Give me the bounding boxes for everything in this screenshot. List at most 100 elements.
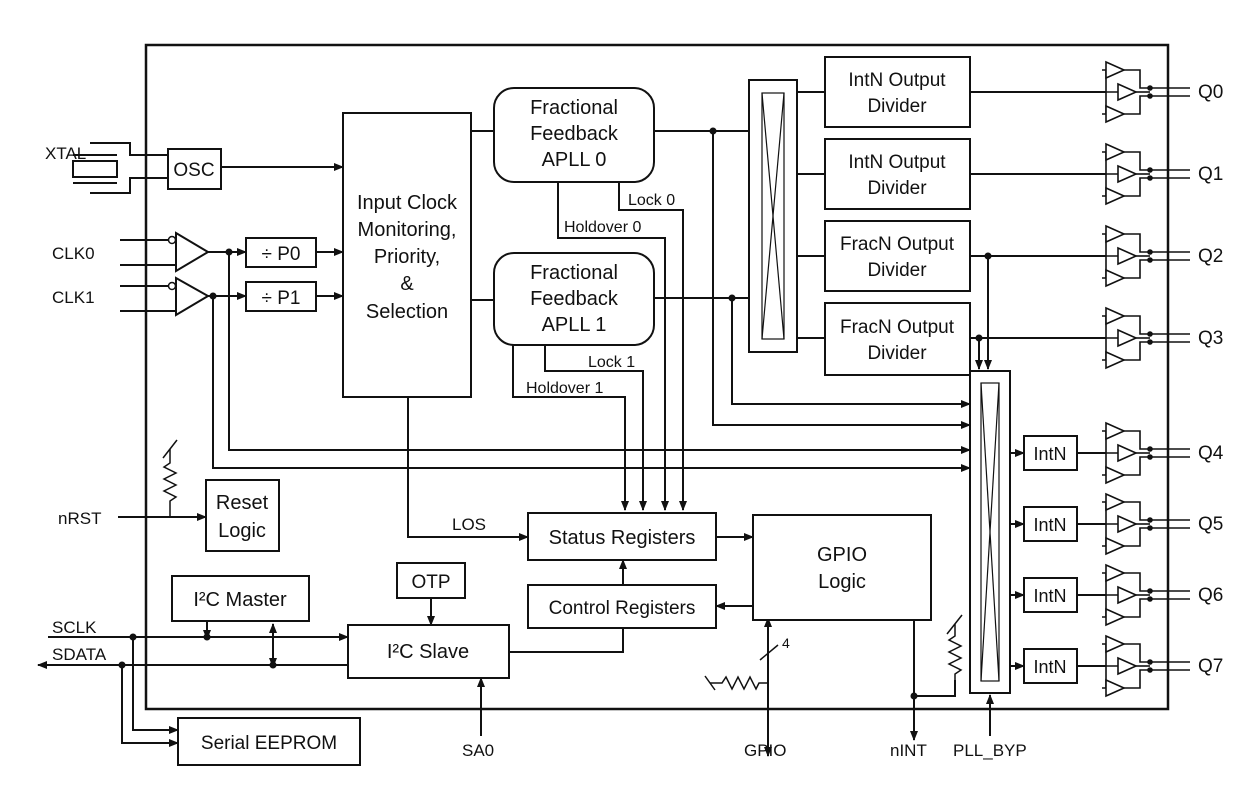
i2c-slave-label: I²C Slave xyxy=(387,641,469,663)
gpio-pullup-resistor xyxy=(704,675,768,691)
reset-line-2: Logic xyxy=(218,520,266,542)
input-clock-line-1: Input Clock xyxy=(357,192,458,214)
apll0-line-1: Fractional xyxy=(530,97,618,119)
nint-label: nINT xyxy=(890,741,927,760)
holdover1-label: Holdover 1 xyxy=(526,380,603,397)
div-q2-line-1: FracN Output xyxy=(840,234,955,255)
junction-dots xyxy=(118,127,992,700)
q6-label: Q6 xyxy=(1198,585,1223,606)
q0-label: Q0 xyxy=(1198,82,1223,103)
q2-label: Q2 xyxy=(1198,246,1223,267)
intn-q5-label: IntN xyxy=(1033,515,1066,535)
div-q2-line-2: Divider xyxy=(867,260,927,281)
crosspoint-switch-lower xyxy=(969,370,1011,694)
output-driver-q6 xyxy=(1102,563,1190,627)
osc-label: OSC xyxy=(173,160,214,181)
sa0-label: SA0 xyxy=(462,741,494,760)
apll0-line-2: Feedback xyxy=(530,123,619,145)
apll0-block: Fractional Feedback APLL 0 xyxy=(493,87,655,183)
clk1-buffer xyxy=(167,276,210,317)
input-clock-block: Input Clock Monitoring, Priority, & Sele… xyxy=(342,112,472,398)
apll0-line-3: APLL 0 xyxy=(542,149,607,171)
div-q0-line-1: IntN Output xyxy=(848,70,946,91)
wires xyxy=(37,91,1106,757)
lock0-label: Lock 0 xyxy=(628,192,675,209)
los-label: LOS xyxy=(452,515,486,534)
gpio-bus-width-label: 4 xyxy=(782,635,790,651)
apll1-line-3: APLL 1 xyxy=(542,314,607,336)
gpio-label: GPIO xyxy=(744,741,787,760)
gpio-logic-line-2: Logic xyxy=(818,571,866,593)
output-divider-q1: IntN Output Divider xyxy=(824,138,971,210)
chip-boundary xyxy=(144,43,1170,711)
p0-divider: ÷ P0 xyxy=(245,237,317,268)
output-driver-q1 xyxy=(1102,142,1190,206)
output-labels: Q0 Q1 Q2 Q3 Q4 Q5 Q6 Q7 xyxy=(1198,82,1224,677)
intn-q7: IntN xyxy=(1023,648,1078,684)
input-clock-line-3: Priority, xyxy=(374,246,440,268)
intn-q5: IntN xyxy=(1023,506,1078,542)
status-registers-label: Status Registers xyxy=(549,527,696,549)
sdata-label: SDATA xyxy=(52,645,107,664)
q5-label: Q5 xyxy=(1198,514,1223,535)
osc-block: OSC xyxy=(167,148,222,190)
p1-divider: ÷ P1 xyxy=(245,281,317,312)
output-driver-q3 xyxy=(1102,306,1190,370)
otp-label: OTP xyxy=(411,572,450,593)
intn-q6: IntN xyxy=(1023,577,1078,613)
intn-q6-label: IntN xyxy=(1033,586,1066,606)
output-drivers xyxy=(1102,60,1190,698)
lock1-label: Lock 1 xyxy=(588,354,635,371)
intn-q7-label: IntN xyxy=(1033,657,1066,677)
reset-logic-block: Reset Logic xyxy=(205,479,280,552)
div-q1-line-2: Divider xyxy=(867,178,927,199)
i2c-slave-block: I²C Slave xyxy=(347,624,510,679)
sclk-label: SCLK xyxy=(52,618,97,637)
gpio-logic-line-1: GPIO xyxy=(817,544,867,566)
pll-byp-label: PLL_BYP xyxy=(953,741,1027,760)
div-q3-line-2: Divider xyxy=(867,343,927,364)
apll1-line-2: Feedback xyxy=(530,288,619,310)
output-driver-q5 xyxy=(1102,492,1190,556)
q4-label: Q4 xyxy=(1198,443,1224,464)
crystal-symbol xyxy=(72,154,118,184)
input-clock-line-5: Selection xyxy=(366,301,448,323)
intn-q4: IntN xyxy=(1023,435,1078,471)
output-driver-q4 xyxy=(1102,421,1190,485)
control-registers-label: Control Registers xyxy=(549,598,696,619)
crosspoint-switch-upper xyxy=(748,79,798,353)
output-divider-q3: FracN Output Divider xyxy=(824,302,971,376)
intn-q4-label: IntN xyxy=(1033,444,1066,464)
xtal-label: XTAL xyxy=(45,144,86,163)
clk1-label: CLK1 xyxy=(52,288,95,307)
output-divider-q0: IntN Output Divider xyxy=(824,56,971,128)
div-q1-line-1: IntN Output xyxy=(848,152,946,173)
holdover0-label: Holdover 0 xyxy=(564,219,641,236)
p1-label: ÷ P1 xyxy=(262,288,301,309)
apll1-block: Fractional Feedback APLL 1 xyxy=(493,252,655,346)
q1-label: Q1 xyxy=(1198,164,1223,185)
signal-labels: XTAL CLK0 CLK1 nRST SCLK SDATA SA0 GPIO … xyxy=(45,144,1027,760)
input-clock-line-2: Monitoring, xyxy=(358,219,457,241)
i2c-master-block: I²C Master xyxy=(171,575,310,622)
otp-block: OTP xyxy=(396,562,466,599)
serial-eeprom-label: Serial EEPROM xyxy=(201,733,337,754)
input-clock-line-4: & xyxy=(400,273,414,295)
p0-label: ÷ P0 xyxy=(262,244,301,265)
nrst-pullup-resistor xyxy=(162,439,178,517)
nrst-label: nRST xyxy=(58,509,101,528)
control-registers-block: Control Registers xyxy=(527,584,717,629)
serial-eeprom-block: Serial EEPROM xyxy=(177,717,361,766)
clk0-buffer xyxy=(167,231,210,273)
apll1-line-1: Fractional xyxy=(530,262,618,284)
gpio-logic-block: GPIO Logic xyxy=(752,514,932,621)
nint-pullup-resistor xyxy=(946,614,963,680)
q3-label: Q3 xyxy=(1198,328,1223,349)
reset-line-1: Reset xyxy=(216,492,269,514)
div-q3-line-1: FracN Output xyxy=(840,317,955,338)
output-divider-q2: FracN Output Divider xyxy=(824,220,971,292)
i2c-master-label: I²C Master xyxy=(193,589,287,611)
output-driver-q2 xyxy=(1102,224,1190,288)
output-driver-q7 xyxy=(1102,634,1190,698)
